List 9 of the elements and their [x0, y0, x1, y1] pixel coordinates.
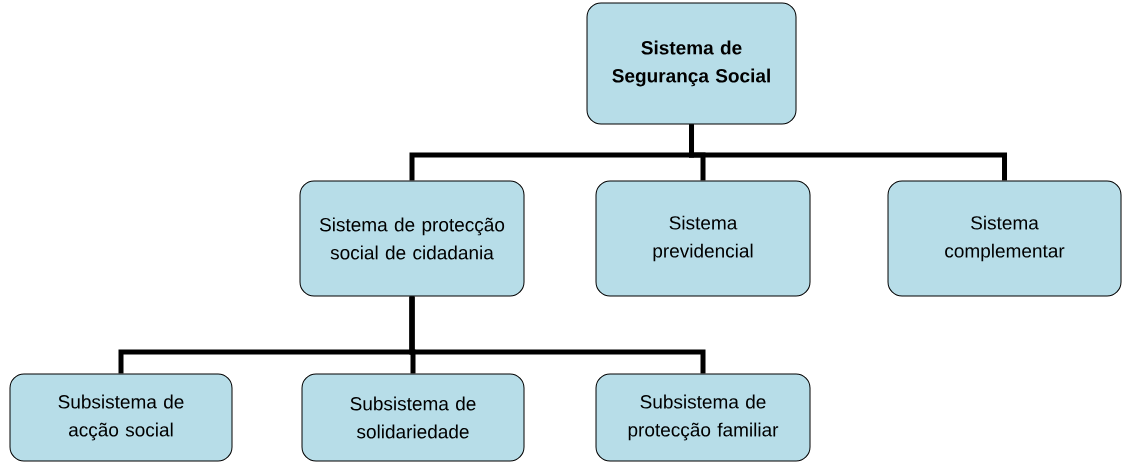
org-box: Subsistema de protecção familiar	[595, 373, 811, 462]
org-box: Sistema de Segurança Social	[586, 2, 797, 125]
org-box: Subsistema de acção social	[9, 373, 233, 462]
org-box: Sistema complementar	[887, 180, 1122, 297]
org-box: Sistema de protecção social de cidadania	[299, 180, 525, 297]
connector-line	[409, 296, 706, 374]
org-box: Subsistema de solidariedade	[301, 373, 525, 462]
connector-line	[689, 124, 1007, 181]
org-box: Sistema previdencial	[595, 180, 811, 297]
